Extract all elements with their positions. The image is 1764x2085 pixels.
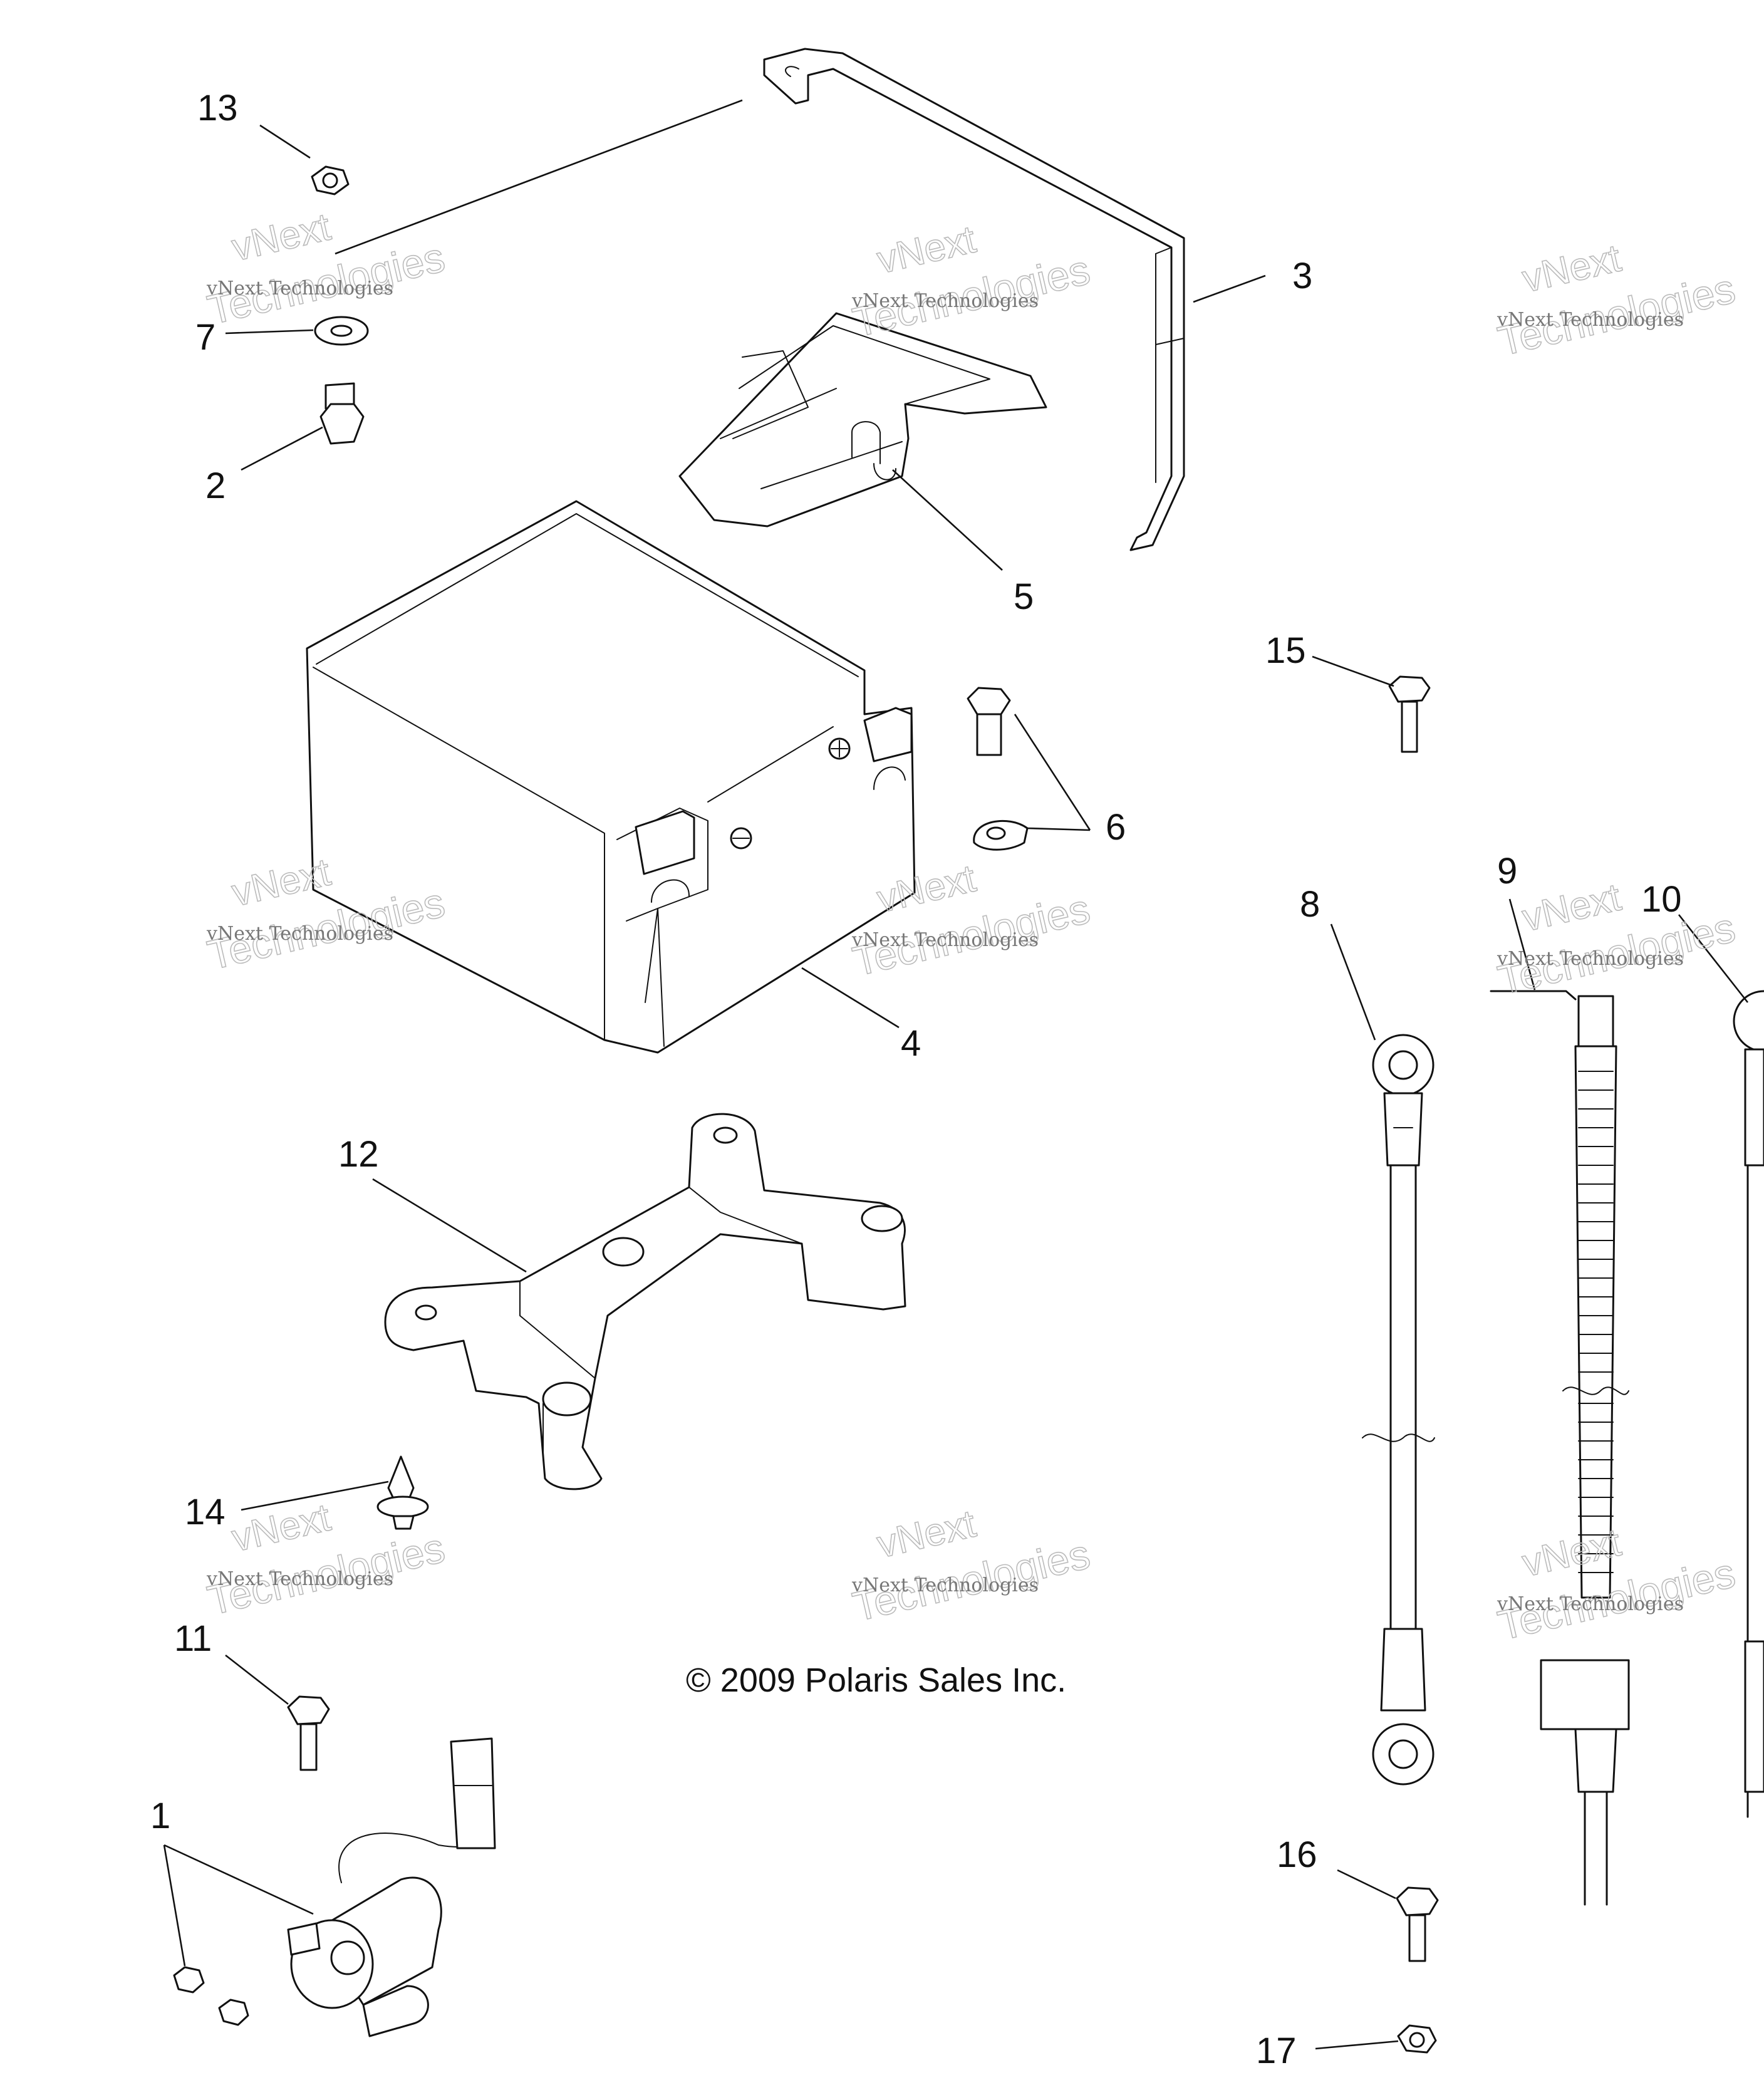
svg-text:vNext Technologies: vNext Technologies — [1497, 1593, 1684, 1615]
watermark-3: vNext Technologies vNext Technologies — [1493, 236, 1740, 365]
svg-text:vNext: vNext — [873, 218, 980, 283]
svg-text:vNext Technologies: vNext Technologies — [851, 290, 1039, 312]
svg-text:vNext: vNext — [228, 205, 335, 270]
battery-cable-2 — [1733, 990, 1764, 1818]
push-rivet-14 — [376, 1455, 429, 1530]
callout-12: 12 — [338, 1134, 379, 1175]
callout-10: 10 — [1641, 879, 1682, 920]
watermark-6: vNext Technologies vNext Technologies — [1493, 875, 1740, 1004]
svg-text:vNext: vNext — [1518, 876, 1625, 940]
callout-8: 8 — [1300, 884, 1320, 925]
nut-13 — [311, 165, 350, 195]
callout-4: 4 — [901, 1023, 921, 1064]
callout-15: 15 — [1265, 630, 1306, 671]
bolt-11 — [287, 1695, 330, 1771]
svg-text:vNext: vNext — [228, 1496, 335, 1561]
svg-text:vNext Technologies: vNext Technologies — [851, 929, 1039, 951]
battery-strap — [763, 48, 1185, 551]
bolt-15 — [1388, 675, 1431, 753]
svg-text:vNext Technologies: vNext Technologies — [206, 1568, 393, 1590]
svg-text:vNext: vNext — [1518, 237, 1625, 301]
svg-text:vNext Technologies: vNext Technologies — [851, 1574, 1039, 1596]
copyright-notice: © 2009 Polaris Sales Inc. — [686, 1661, 1066, 1699]
watermark-9: vNext Technologies vNext Technologies — [1493, 1521, 1740, 1650]
callout-16: 16 — [1277, 1834, 1317, 1875]
callout-labels: 13 3 7 2 5 15 6 9 8 10 4 12 14 11 1 16 1… — [150, 88, 1682, 2071]
nut-17 — [1397, 2024, 1437, 2054]
svg-text:vNext: vNext — [873, 1502, 980, 1567]
battery-support-bracket — [384, 1113, 906, 1490]
callout-9: 9 — [1497, 851, 1517, 892]
callout-6: 6 — [1106, 807, 1126, 848]
svg-text:vNext Technologies: vNext Technologies — [1497, 948, 1684, 970]
callout-3: 3 — [1292, 256, 1312, 296]
sensor-harness — [1490, 990, 1630, 1906]
callout-13: 13 — [197, 88, 238, 128]
bolt-2 — [319, 382, 365, 445]
bolt-16 — [1396, 1886, 1439, 1962]
svg-text:vNext: vNext — [228, 851, 335, 915]
callout-17: 17 — [1256, 2030, 1297, 2071]
callout-14: 14 — [185, 1492, 226, 1532]
watermark-8: vNext Technologies vNext Technologies — [848, 1502, 1095, 1631]
watermark-7: vNext Technologies vNext Technologies — [203, 1495, 450, 1625]
callout-1: 1 — [150, 1796, 170, 1836]
bolt-6 — [967, 687, 1029, 851]
leader-lines — [163, 99, 1749, 2050]
battery-cable — [1362, 1034, 1435, 1786]
callout-11: 11 — [174, 1618, 212, 1659]
watermark-1: vNext Technologies vNext Technologies — [203, 205, 450, 334]
battery — [306, 500, 916, 1054]
battery-top-pad — [678, 312, 1047, 528]
callout-2: 2 — [205, 465, 226, 506]
svg-text:vNext Technologies: vNext Technologies — [206, 923, 393, 945]
watermark-2: vNext Technologies vNext Technologies — [848, 217, 1095, 346]
svg-text:vNext Technologies: vNext Technologies — [206, 278, 393, 299]
starter-solenoid — [173, 1737, 496, 2037]
callout-7: 7 — [195, 317, 215, 358]
washer-7 — [314, 316, 369, 346]
svg-text:vNext Technologies: vNext Technologies — [1497, 309, 1684, 331]
callout-5: 5 — [1014, 576, 1034, 617]
